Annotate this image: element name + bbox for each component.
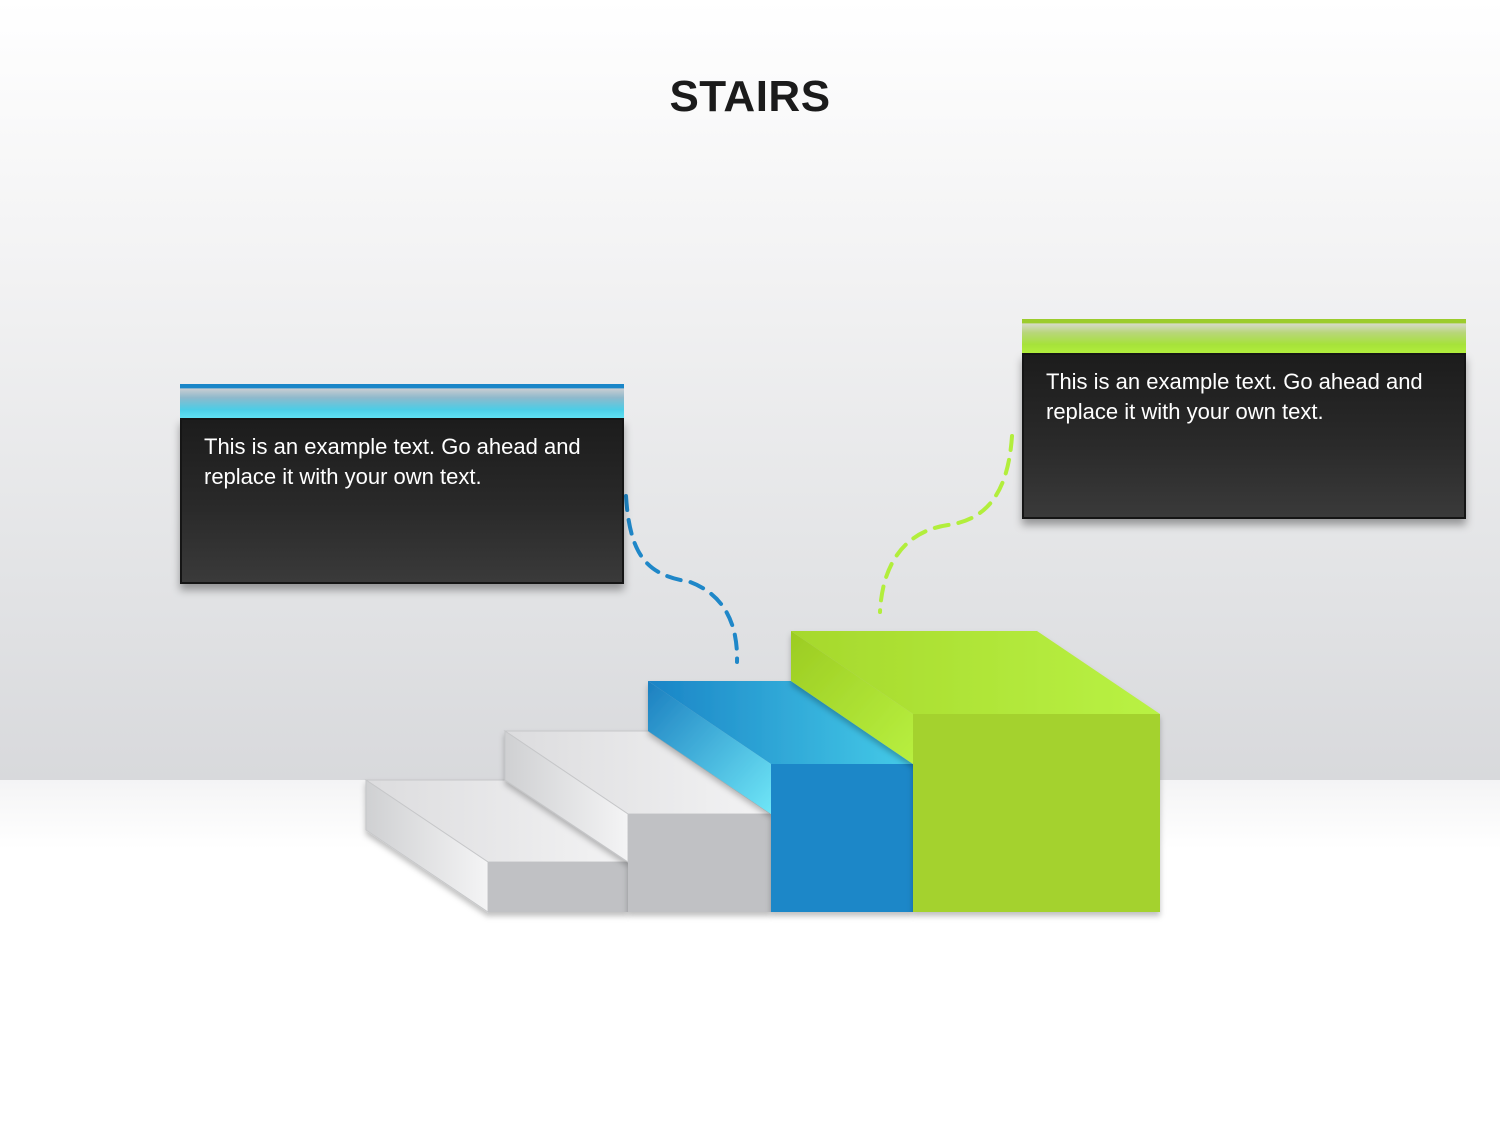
step-1 (364, 779, 630, 913)
step-4 (791, 631, 1160, 912)
callout-box-green: This is an example text. Go ahead and re… (1022, 319, 1466, 519)
connector-line-green (878, 434, 1014, 614)
step-3 (648, 681, 913, 912)
connector-line-blue (624, 494, 740, 664)
step-2 (503, 730, 773, 912)
callout-header-bar-blue (180, 384, 624, 418)
callout-header-bar-green (1022, 319, 1466, 353)
page-title: STAIRS (669, 72, 831, 121)
callout-box-blue: This is an example text. Go ahead and re… (180, 384, 624, 584)
callout-text: This is an example text. Go ahead and re… (1046, 369, 1423, 424)
callout-text: This is an example text. Go ahead and re… (204, 434, 581, 489)
